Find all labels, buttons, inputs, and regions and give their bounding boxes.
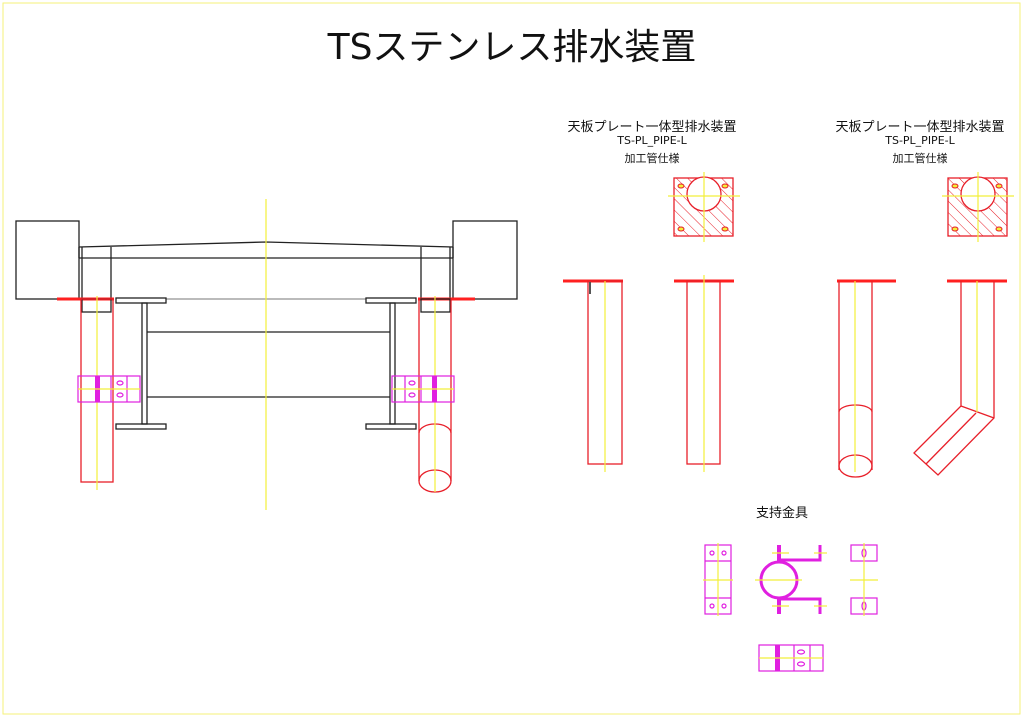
fitting-plan	[755, 545, 827, 614]
pipe-elevation-1	[563, 279, 623, 472]
h-beam-left	[115, 297, 167, 430]
plate-plan-2	[942, 172, 1014, 242]
variant-2-spec: 加工管仕様	[892, 152, 948, 165]
variant-1-spec: 加工管仕様	[624, 152, 680, 165]
drawing-title: TSステンレス排水装置	[327, 27, 697, 68]
section-view	[15, 199, 518, 510]
pipe-elevation-3	[837, 279, 896, 478]
pipe-elevation-4	[913, 279, 1007, 476]
fitting-bottom	[758, 644, 824, 672]
support-fittings-label: 支持金具	[755, 506, 809, 521]
fitting-side	[850, 543, 878, 616]
fitting-front	[703, 543, 733, 616]
variant-2-code: TS-PL_PIPE-L	[885, 134, 955, 147]
bracket-right	[391, 375, 455, 403]
pipe-elevation-2	[674, 275, 734, 472]
support-fittings	[703, 543, 878, 672]
bracket-left	[77, 375, 141, 403]
variant-1-name: 天板プレート一体型排水装置	[567, 120, 737, 135]
plate-plan-1	[668, 172, 740, 242]
variant-1-code: TS-PL_PIPE-L	[617, 134, 687, 147]
variant-2-name: 天板プレート一体型排水装置	[835, 120, 1005, 135]
sheet-frame	[2, 2, 1021, 715]
h-beam-right	[365, 297, 417, 430]
